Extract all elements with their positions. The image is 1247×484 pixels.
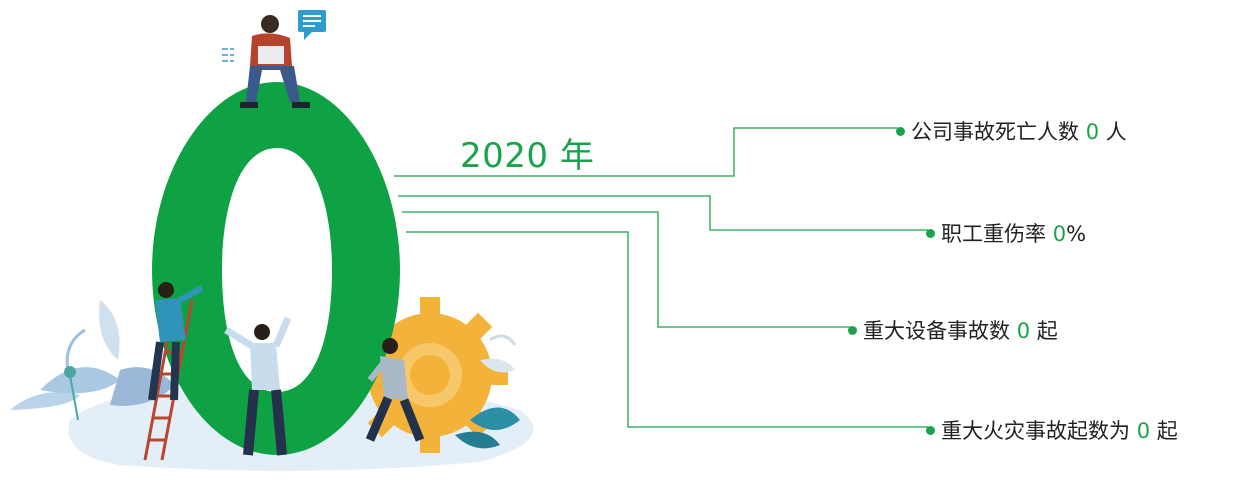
bullet-dot — [896, 126, 905, 136]
stat-value: 0 — [1016, 319, 1031, 343]
person-top-laptop — [240, 15, 310, 108]
connector-line-3 — [406, 231, 928, 428]
stat-text: 重大设备事故数 — [863, 319, 1017, 343]
stat-value: 0 — [1052, 222, 1067, 246]
year-label: 2020 年 — [460, 136, 595, 176]
stat-unit: 起 — [1150, 419, 1178, 443]
big-zero — [152, 82, 400, 455]
right-leaves — [455, 334, 520, 449]
signal-icon — [222, 48, 234, 62]
connector-line-2 — [402, 211, 850, 328]
stat-fatalities: 公司事故死亡人数 0 人 — [896, 116, 1127, 146]
person-on-ladder — [148, 282, 204, 401]
connector-line-1 — [398, 195, 928, 231]
stat-text: 重大火灾事故起数为 — [941, 419, 1137, 443]
person-center-arms-up — [224, 316, 292, 456]
stat-unit: % — [1066, 222, 1087, 246]
stat-unit: 起 — [1030, 319, 1058, 343]
chat-bubble-icon — [298, 10, 326, 40]
gear — [352, 297, 508, 453]
stat-text: 公司事故死亡人数 — [911, 120, 1086, 144]
stat-value: 0 — [1136, 419, 1151, 443]
person-pushing — [365, 338, 425, 442]
stat-fire-accidents: 重大火灾事故起数为 0 起 — [926, 415, 1178, 445]
stat-equipment-accidents: 重大设备事故数 0 起 — [848, 315, 1058, 345]
stat-value: 0 — [1085, 120, 1100, 144]
stat-unit: 人 — [1099, 120, 1127, 144]
stat-serious-injury-rate: 职工重伤率 0% — [926, 218, 1086, 248]
bullet-dot — [926, 425, 935, 435]
connector-lines — [394, 127, 928, 428]
bullet-dot — [848, 325, 857, 335]
connector-line-0 — [394, 127, 898, 177]
stat-text: 职工重伤率 — [941, 222, 1053, 246]
bullet-dot — [926, 228, 935, 238]
